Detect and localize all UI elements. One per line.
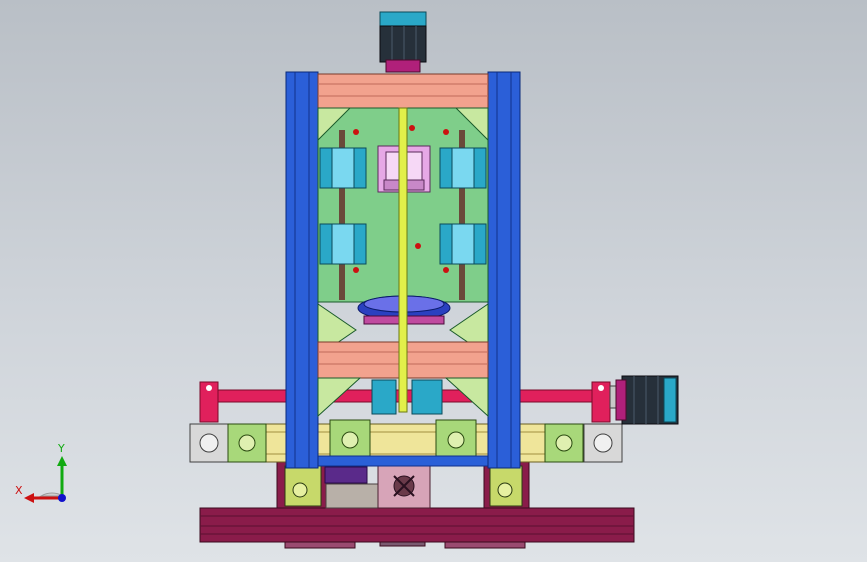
- z-axis-motor: [379, 11, 427, 73]
- linear-bearings: [319, 147, 487, 265]
- coordinate-triad: Y X: [14, 440, 84, 510]
- lower-linear-rail: [189, 419, 623, 467]
- lower-supports: [276, 461, 530, 509]
- triad-y-label: Y: [58, 442, 65, 455]
- triad-x-label: X: [15, 484, 23, 497]
- lower-plate: [317, 303, 489, 418]
- vertical-frame-posts: [285, 71, 521, 469]
- lead-screw: [398, 107, 408, 413]
- triad-axes-icon: [24, 456, 67, 503]
- top-plate: [317, 73, 489, 109]
- base-plate: [199, 507, 635, 549]
